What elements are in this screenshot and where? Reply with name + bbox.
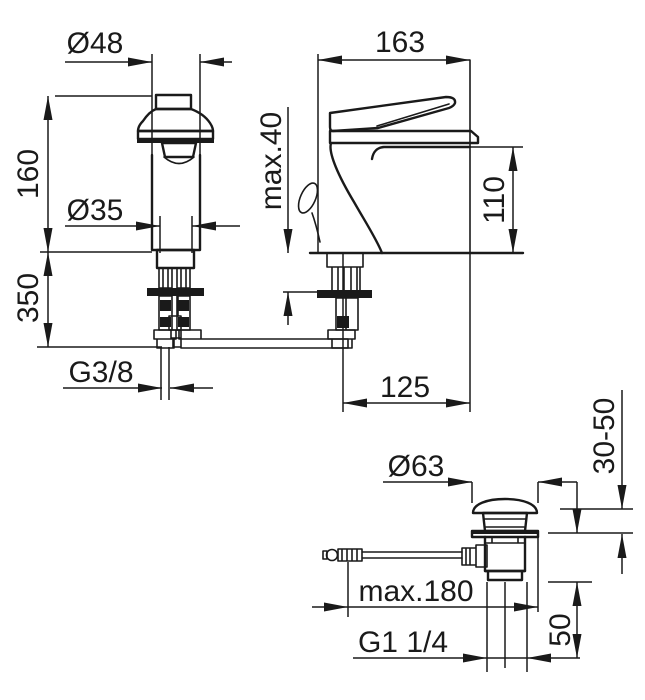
dim-width-125: 125 xyxy=(342,253,471,412)
waste-cup-lines xyxy=(483,518,527,528)
handle-neck xyxy=(160,141,198,159)
mounting-plate-side xyxy=(317,290,372,298)
waste-cup xyxy=(481,511,529,533)
dim-max-40: max.40 xyxy=(255,107,332,325)
dim-thread-g38: G3/8 xyxy=(63,347,213,400)
hose-nut-side xyxy=(327,329,356,349)
dim-height-110: 110 xyxy=(470,146,523,253)
dim-height-50: 50 xyxy=(544,482,592,658)
dim-label-diameter-35: Ø35 xyxy=(67,194,124,227)
body-top-band-side xyxy=(328,129,480,145)
dim-height-160: 160 xyxy=(12,95,152,253)
dim-max-180: max.180 xyxy=(312,537,539,617)
shank-side xyxy=(326,252,364,291)
waste-body xyxy=(483,535,527,573)
side-view: 163 max.40 110 125 xyxy=(255,26,525,412)
pull-rod-curve xyxy=(311,212,321,243)
hose-braid-segments xyxy=(160,300,189,327)
dim-label-width-125: 125 xyxy=(380,371,430,404)
handle-cap xyxy=(154,93,193,111)
spout-outlet-arc xyxy=(163,156,195,165)
drain-waste-view: Ø63 30-50 max.180 G1 1/4 50 xyxy=(312,390,633,672)
waste-rim-edge xyxy=(472,531,538,534)
hose-nuts-front xyxy=(153,329,349,349)
dim-height-350: 350 xyxy=(12,252,162,348)
dim-label-range-30-50: 30-50 xyxy=(588,398,621,475)
dim-label-height-350: 350 xyxy=(12,273,45,323)
rod-ball-end xyxy=(325,548,339,562)
base-block xyxy=(155,248,196,270)
mounting-plate-front xyxy=(147,288,204,296)
dim-label-height-160: 160 xyxy=(12,149,45,199)
dim-label-max-40: max.40 xyxy=(255,112,288,210)
spout-underside xyxy=(370,145,472,161)
lever-handle-side xyxy=(328,95,457,133)
faucet-body-front xyxy=(150,153,202,252)
dim-diameter-63: Ø63 xyxy=(383,450,577,503)
rod-tip xyxy=(322,550,328,560)
dim-range-30-50: 30-50 xyxy=(548,390,633,574)
handle-flare xyxy=(136,107,215,133)
dim-label-height-110: 110 xyxy=(478,176,511,224)
dim-label-diameter-63: Ø63 xyxy=(388,450,445,483)
upper-hoses xyxy=(158,267,191,289)
rod-joint xyxy=(461,544,488,568)
body-front-curve xyxy=(329,141,384,255)
lever-inner-line xyxy=(376,103,450,127)
dim-thread-g114: G1 1/4 xyxy=(353,582,580,672)
dim-label-height-50: 50 xyxy=(544,613,577,646)
front-view: Ø48 160 350 Ø35 G3/8 xyxy=(12,27,349,400)
dim-label-max-180: max.180 xyxy=(358,575,473,608)
pull-rod-knob xyxy=(297,182,319,214)
waste-flange-dome xyxy=(471,497,539,515)
waste-body-notch xyxy=(484,536,526,544)
waste-tailpipe xyxy=(483,569,527,582)
dim-label-width-163: 163 xyxy=(375,26,425,59)
dim-label-thread-g114: G1 1/4 xyxy=(358,626,448,659)
dim-label-thread-g38: G3/8 xyxy=(68,356,133,389)
dim-width-163: 163 xyxy=(317,26,470,253)
handle-collar xyxy=(136,129,215,141)
dim-diameter-48: Ø48 xyxy=(65,27,232,157)
horizontal-pull-rod xyxy=(337,548,463,562)
dim-diameter-35: Ø35 xyxy=(65,194,240,253)
dim-label-diameter-48: Ø48 xyxy=(67,27,124,60)
